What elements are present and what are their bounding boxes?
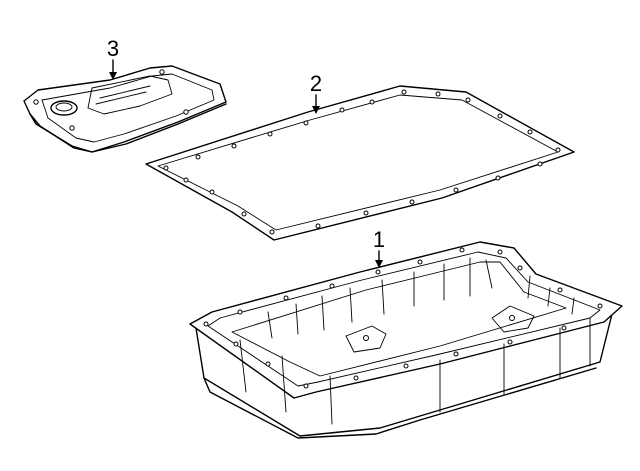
gasket-part[interactable]: 2 bbox=[145, 71, 575, 241]
pan-ribs bbox=[267, 257, 575, 339]
gasket-bolt-holes bbox=[163, 89, 561, 235]
callout-1-arrowhead bbox=[375, 260, 383, 268]
filter-part[interactable]: 3 bbox=[23, 36, 227, 153]
callout-3-label: 3 bbox=[107, 36, 119, 61]
callout-2-arrowhead bbox=[312, 106, 320, 114]
callout-2-label: 2 bbox=[310, 71, 322, 96]
oil-pan-part[interactable]: 1 bbox=[189, 227, 623, 439]
callout-1-label: 1 bbox=[373, 227, 385, 252]
pan-bolt-holes bbox=[203, 247, 603, 389]
callout-3-arrowhead bbox=[109, 72, 117, 80]
